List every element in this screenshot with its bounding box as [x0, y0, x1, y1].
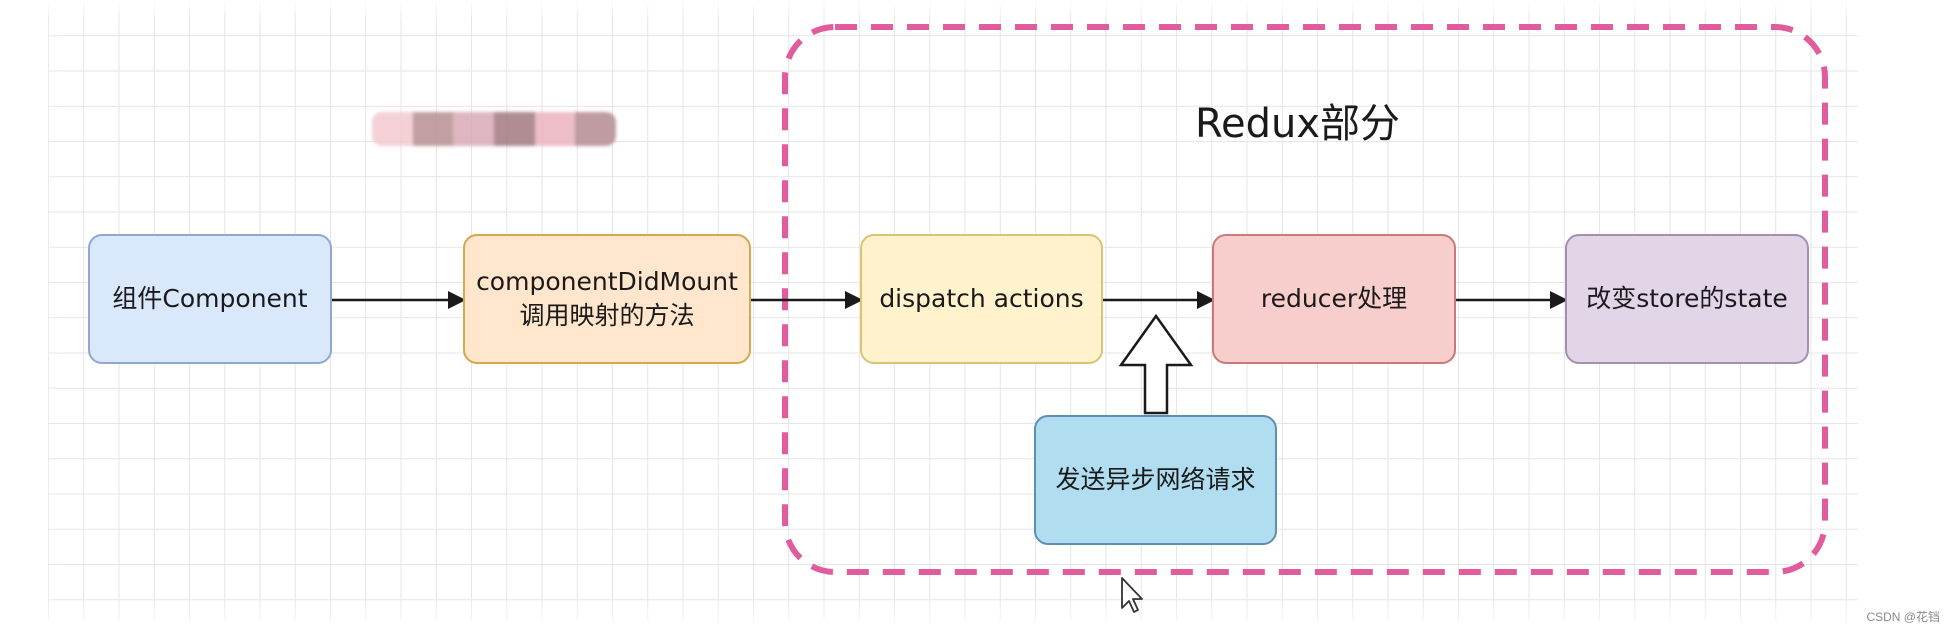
node-reducer: reducer处理: [1212, 234, 1456, 364]
grid-fade: [0, 0, 60, 632]
redaction-swatch: [534, 112, 576, 146]
redaction-swatch: [494, 112, 535, 146]
grid-fade: [0, 600, 1948, 632]
arrowhead: [1197, 291, 1215, 309]
node-change-state: 改变store的state: [1565, 234, 1809, 364]
arrowhead: [845, 291, 863, 309]
redaction-swatch: [412, 112, 454, 146]
node-component: 组件Component: [88, 234, 332, 364]
node-component-did-mount: componentDidMount 调用映射的方法: [463, 234, 751, 364]
redacted-text-block: [372, 112, 616, 146]
redaction-swatch: [453, 112, 495, 146]
mouse-cursor-icon: [1121, 577, 1143, 613]
redaction-swatch: [575, 112, 616, 146]
grid-fade: [0, 0, 1948, 20]
watermark: CSDN @花铛: [1866, 610, 1940, 624]
arrowhead: [1550, 291, 1568, 309]
redaction-swatch: [372, 112, 413, 146]
hollow-up-arrow: [1118, 313, 1194, 415]
node-dispatch-actions: dispatch actions: [860, 234, 1103, 364]
node-async-request: 发送异步网络请求: [1034, 415, 1277, 545]
redux-region-title: Redux部分: [1195, 101, 1401, 147]
arrowhead: [448, 291, 466, 309]
